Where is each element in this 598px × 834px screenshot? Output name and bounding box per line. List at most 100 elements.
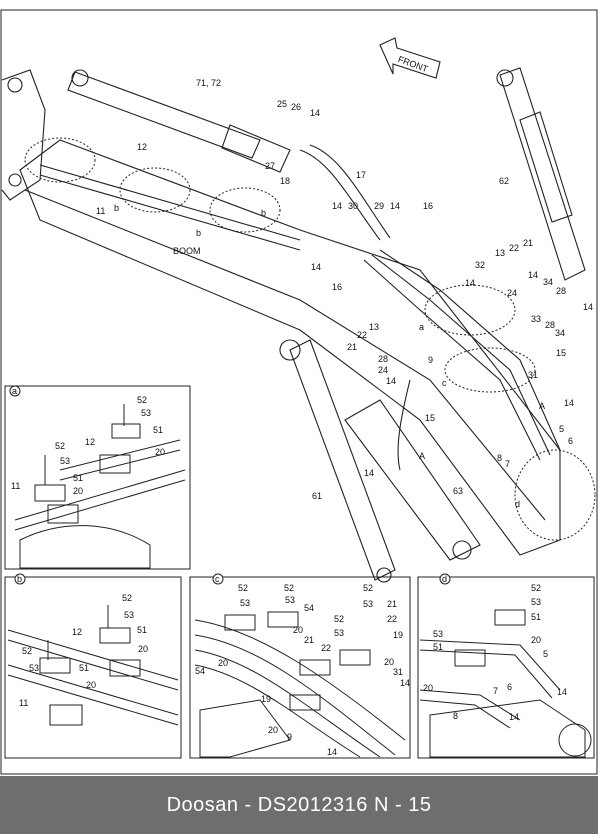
pn-14: 14 [310,108,320,118]
view-d-14: 14 [557,687,567,697]
view-c-52-b: 52 [284,583,294,593]
view-c-9: 9 [287,732,292,742]
view-b-52-top: 52 [122,593,132,603]
pn-28-b: 28 [545,320,555,330]
view-c-54-b: 54 [195,666,205,676]
detail-view-d: d 52 53 51 53 51 20 5 7 6 14 20 8 14 [417,573,595,759]
detail-view-a: a 52 53 51 52 53 12 20 51 11 20 [4,385,191,570]
view-a-12: 12 [85,437,95,447]
pn-b1: b [114,203,119,213]
view-a-52-top: 52 [137,395,147,405]
diagram-frame [0,9,598,775]
pn-34-b: 34 [555,328,565,338]
view-a-20: 20 [155,447,165,457]
view-d-6: 6 [507,682,512,692]
view-b-tag: b [17,574,22,584]
pn-15: 15 [556,348,566,358]
view-d-5: 5 [543,649,548,659]
pn-24-b: 24 [378,365,388,375]
pn-b3: b [261,208,266,218]
pn-28-c: 28 [378,354,388,364]
view-c-52-c: 52 [334,614,344,624]
pn-8: 8 [497,453,502,463]
view-d-53: 53 [531,597,541,607]
pn-13-b: 13 [369,322,379,332]
view-c-53-a: 53 [240,598,250,608]
view-c-52-d: 52 [363,583,373,593]
view-c-53-b: 53 [285,595,295,605]
view-d-20-b: 20 [423,683,433,693]
pn-71-72: 71, 72 [196,78,221,88]
view-d-20: 20 [531,635,541,645]
view-d-14-b: 14 [509,712,519,722]
footer-bar: Doosan - DS2012316 N - 15 [0,776,598,834]
view-d-8: 8 [453,711,458,721]
view-b-51: 51 [79,663,89,673]
pn-14-i: 14 [564,398,574,408]
boom-structure [1,37,586,583]
view-d-53-b: 53 [433,629,443,639]
pn-7: 7 [505,459,510,469]
view-c-21: 21 [304,635,314,645]
pn-30: 30 [348,201,358,211]
pn-21-b: 21 [347,342,357,352]
view-a-51-top: 51 [153,425,163,435]
view-a-52: 52 [55,441,65,451]
view-d-tag: d [442,574,447,584]
detail-view-b: b 52 53 51 12 20 52 53 51 20 11 [4,573,182,759]
pn-5: 5 [559,424,564,434]
pn-14-h: 14 [386,376,396,386]
pn-b2: b [196,228,201,238]
view-c-tag: c [215,574,220,584]
pn-A-b: A [419,451,425,461]
view-b-52: 52 [22,646,32,656]
view-a-11: 11 [11,481,20,491]
view-b-20: 20 [86,680,96,690]
pn-22: 22 [509,243,519,253]
pn-17: 17 [356,170,366,180]
pn-11: 11 [96,206,105,216]
view-c-22: 22 [321,643,331,653]
pn-34: 34 [543,277,553,287]
view-d-7: 7 [493,686,498,696]
view-c-22-b: 22 [387,614,397,624]
footer-caption: Doosan - DS2012316 N - 15 [166,794,432,816]
pn-63: 63 [453,486,463,496]
pn-16: 16 [423,201,433,211]
view-c-31: 31 [393,667,403,677]
pn-62: 62 [499,176,509,186]
view-a-51: 51 [73,473,83,483]
pn-9: 9 [428,355,433,365]
view-c-20-c: 20 [384,657,394,667]
view-b-51-top: 51 [137,625,147,635]
view-a-53-top: 53 [141,408,151,418]
detail-callouts [24,137,596,541]
pn-A: A [539,401,545,411]
pn-c: c [442,378,447,388]
pn-14-e: 14 [583,302,593,312]
view-c-20-b: 20 [218,658,228,668]
pn-14-j: 14 [364,468,374,478]
view-c-19-b: 19 [261,694,271,704]
view-c-21-b: 21 [387,599,397,609]
pn-14-d: 14 [528,270,538,280]
pn-15-b: 15 [425,413,435,423]
view-c-20: 20 [293,625,303,635]
pn-18: 18 [280,176,290,186]
pn-21: 21 [523,238,533,248]
view-b-53-top: 53 [124,610,134,620]
view-c-52-a: 52 [238,583,248,593]
view-d-52: 52 [531,583,541,593]
label-boom: BOOM [173,246,201,256]
pn-33: 33 [531,314,541,324]
view-c-53-d: 53 [363,599,373,609]
pn-14-b: 14 [332,201,342,211]
pn-61: 61 [312,491,322,501]
view-c-53-c: 53 [334,628,344,638]
pn-d: d [515,499,520,509]
pn-24: 24 [507,288,517,298]
pn-31: 31 [528,370,538,380]
view-c-14: 14 [400,678,410,688]
view-c-14-b: 14 [327,747,337,757]
pn-12: 12 [137,142,147,152]
